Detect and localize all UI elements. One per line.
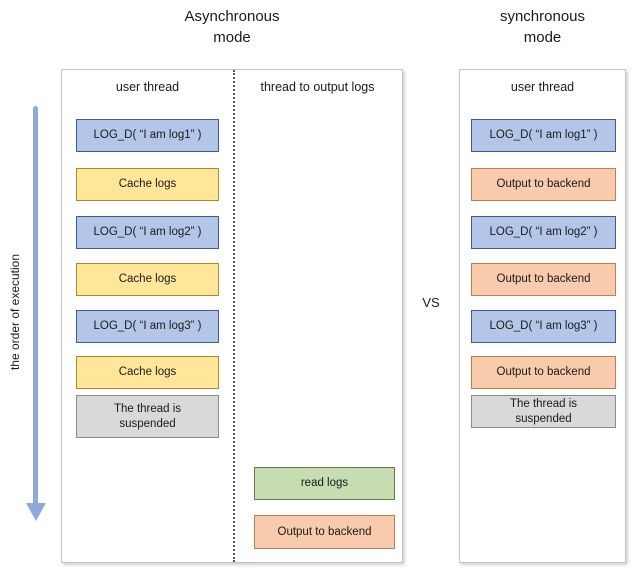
down-arrow-line: [33, 106, 38, 503]
async-user-thread-header: user thread: [115, 80, 180, 94]
vs-label: VS: [422, 295, 440, 310]
async-mode-title: Asynchronous mode: [184, 8, 280, 46]
async-cache-logs-box: Cache logs: [76, 168, 219, 201]
async-log2-box: LOG_D( “I am log2” ): [76, 216, 219, 249]
sync-thread-suspended-box: The thread is suspended: [471, 395, 616, 428]
async-output-backend-box: Output to backend: [254, 515, 395, 549]
sync-user-thread-header: user thread: [510, 80, 575, 94]
async-cache-logs-box: Cache logs: [76, 356, 219, 389]
down-arrow-icon: [26, 503, 46, 521]
sync-log3-box: LOG_D( “I am log3” ): [471, 310, 616, 343]
execution-order-label: the order of execution: [8, 253, 22, 371]
sync-output-backend-box: Output to backend: [471, 168, 616, 201]
async-log3-box: LOG_D( “I am log3” ): [76, 310, 219, 343]
sync-output-backend-box: Output to backend: [471, 263, 616, 296]
thread-divider-dotted-line: [233, 70, 235, 562]
async-log1-box: LOG_D( “I am log1” ): [76, 119, 219, 152]
sync-log2-box: LOG_D( “I am log2” ): [471, 216, 616, 249]
sync-output-backend-box: Output to backend: [471, 356, 616, 389]
async-cache-logs-box: Cache logs: [76, 263, 219, 296]
async-read-logs-box: read logs: [254, 467, 395, 500]
execution-order-arrow: [26, 106, 46, 521]
async-panel: user thread thread to output logs LOG_D(…: [61, 69, 403, 563]
sync-mode-title: synchronous mode: [499, 8, 586, 46]
async-output-thread-header: thread to output logs: [260, 80, 375, 94]
async-thread-suspended-box: The thread is suspended: [76, 395, 219, 438]
sync-log1-box: LOG_D( “I am log1” ): [471, 119, 616, 152]
sync-panel: user thread LOG_D( “I am log1” ) Output …: [459, 69, 626, 563]
